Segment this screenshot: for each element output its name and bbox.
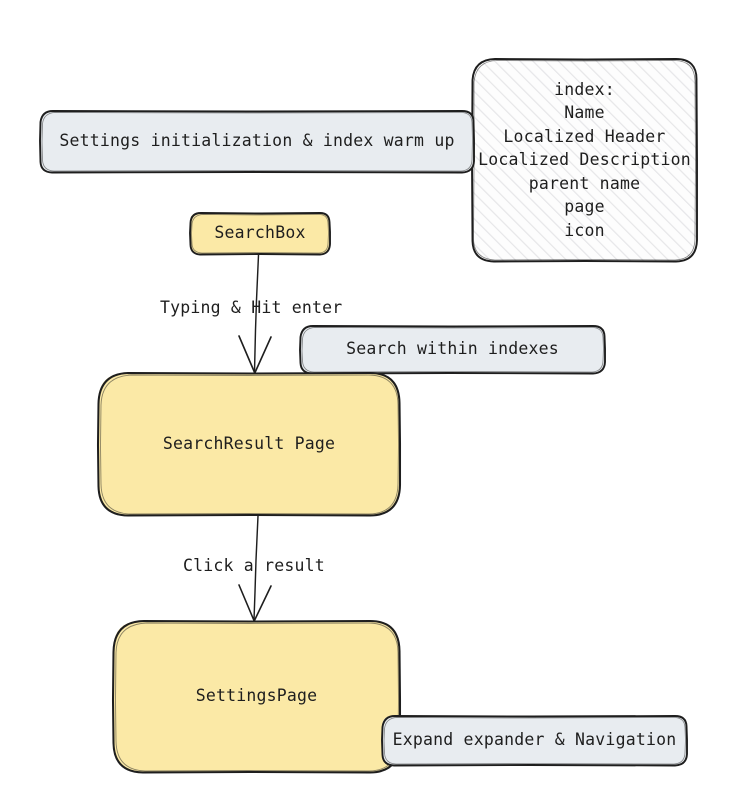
index-fields-card-label: index: Name Localized Header Localized D…	[478, 80, 691, 240]
edge-label-typing-hit-enter: Typing & Hit enter	[160, 298, 343, 317]
node-searchresult-page[interactable]: SearchResult Page	[98, 372, 400, 515]
node-searchbox-label: SearchBox	[214, 223, 306, 243]
node-searchresult-page-label: SearchResult Page	[162, 433, 336, 453]
edge-label-click-a-result: Click a result	[183, 556, 325, 575]
note-settings-initialization-label: Settings initialization & index warm up	[59, 131, 455, 151]
note-expand-expander-navigation-label: Expand expander & Navigation	[392, 730, 677, 750]
index-fields-card[interactable]: index: Name Localized Header Localized D…	[472, 58, 697, 262]
node-settings-page-label: SettingsPage	[195, 686, 318, 706]
node-settings-page[interactable]: SettingsPage	[113, 620, 400, 772]
note-search-within-indexes-label: Search within indexes	[346, 339, 559, 359]
note-expand-expander-navigation[interactable]: Expand expander & Navigation	[382, 715, 687, 765]
node-searchbox[interactable]: SearchBox	[190, 212, 330, 254]
note-search-within-indexes[interactable]: Search within indexes	[300, 325, 605, 373]
note-settings-initialization[interactable]: Settings initialization & index warm up	[40, 110, 474, 172]
